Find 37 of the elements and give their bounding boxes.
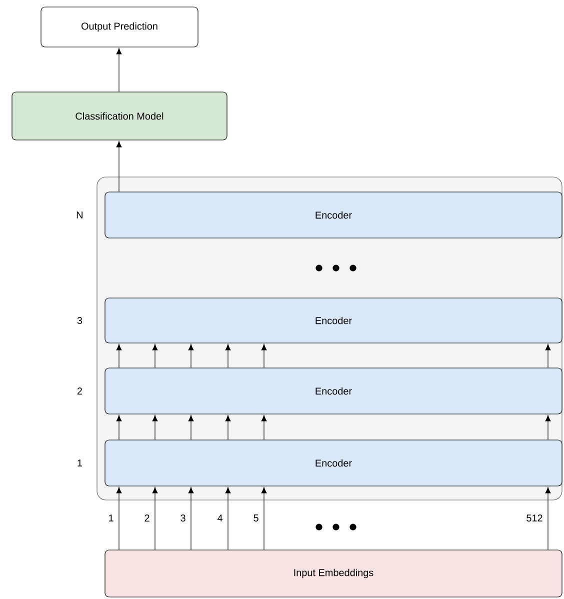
arrow: [545, 415, 551, 440]
edge-label: 512: [526, 514, 542, 522]
arrow: [152, 415, 158, 440]
arrow: [116, 344, 122, 368]
layer-number: N: [76, 212, 82, 218]
arrow: [225, 344, 231, 368]
arrow: [261, 344, 267, 368]
layer-number: 3: [77, 316, 82, 324]
input-box: Input Embeddings: [104, 550, 562, 598]
arrow: [116, 141, 122, 192]
arrow: [545, 344, 551, 368]
encoder-box: Encoder: [104, 192, 562, 238]
encoder-box: Encoder: [104, 298, 562, 344]
layer-number: 2: [77, 388, 82, 394]
arrow: [261, 487, 267, 550]
arrow: [188, 487, 194, 550]
arrow: [116, 48, 122, 92]
layer-number: 1: [78, 460, 82, 466]
edge-label: 1: [109, 514, 114, 522]
encoder-box: Encoder: [104, 440, 562, 486]
arrow: [261, 415, 267, 440]
edge-label: 4: [218, 514, 222, 522]
arrow: [225, 487, 231, 550]
edge-label: 3: [180, 514, 186, 522]
output-box: Output Prediction: [40, 6, 198, 48]
arrow: [188, 344, 194, 368]
arrow: [152, 344, 158, 368]
arrow: [116, 487, 122, 550]
edge-label: 5: [254, 514, 258, 522]
model-box: Classification Model: [12, 92, 228, 140]
arrow: [545, 487, 551, 550]
edge-label: 2: [144, 514, 150, 522]
arrow: [152, 487, 158, 550]
arrow: [116, 415, 122, 440]
encoder-box: Encoder: [104, 368, 562, 414]
arrow: [188, 415, 194, 440]
arrow: [225, 415, 231, 440]
